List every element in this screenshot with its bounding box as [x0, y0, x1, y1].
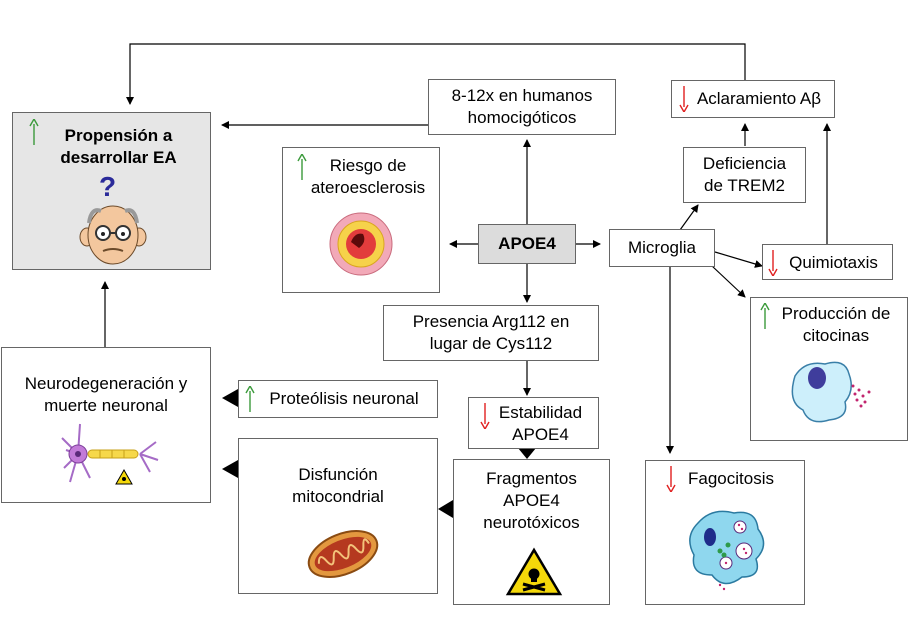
estabilidad-node: Estabilidad APOE4: [468, 397, 599, 449]
mitochondria-icon: [307, 530, 379, 578]
neurodeg-node: Neurodegeneración y muerte neuronal: [1, 347, 211, 503]
fagocitosis-node: Fagocitosis: [645, 460, 805, 605]
riesgo-node: Riesgo de ateroesclerosis: [282, 147, 440, 293]
humanos-node: 8-12x en humanos homocigóticos: [428, 79, 616, 135]
neurodeg-label: Neurodegeneración y muerte neuronal: [24, 374, 188, 415]
arg112-label: Presencia Arg112 en lugar de Cys112: [412, 312, 570, 353]
neuron-icon: [61, 423, 159, 485]
microglia-node: Microglia: [609, 229, 715, 267]
trem2-node: Deficiencia de TREM2: [683, 147, 806, 203]
disfuncion-node: Disfunción mitocondrial: [238, 438, 438, 594]
quimiotaxis-label: Quimiotaxis: [789, 253, 878, 272]
arrow-up-icon: [29, 119, 39, 145]
arrow-up-icon: [760, 303, 770, 329]
question-mark: ?: [99, 171, 117, 202]
fagocitosis-label: Fagocitosis: [688, 469, 774, 488]
propension-node: Propensión a desarrollar EA ?: [12, 112, 211, 270]
arrow-down-icon: [768, 250, 778, 276]
artery-cross-section-icon: [329, 212, 393, 276]
propension-label: Propensión a desarrollar EA: [60, 126, 177, 167]
proteolisis-label: Proteólisis neuronal: [269, 389, 419, 408]
aclaramiento-node: Aclaramiento Aβ: [671, 80, 835, 118]
riesgo-label: Riesgo de ateroesclerosis: [310, 156, 426, 197]
arrow-down-icon: [480, 403, 490, 429]
citocinas-label: Producción de citocinas: [781, 304, 891, 345]
aclaramiento-label: Aclaramiento Aβ: [696, 89, 822, 108]
elderly-man-icon: [79, 205, 147, 265]
phagocyte-icon: [689, 510, 765, 591]
arrow-up-icon: [297, 154, 307, 180]
arrow-up-icon: [245, 386, 255, 412]
apoe4-label: APOE4: [498, 234, 556, 253]
humanos-label: 8-12x en humanos homocigóticos: [451, 86, 593, 127]
arrow-down-icon: [679, 86, 689, 112]
trem2-label: Deficiencia de TREM2: [702, 154, 787, 195]
arrow-down-icon: [666, 466, 676, 492]
fragmentos-node: Fragmentos APOE4 neurotóxicos: [453, 459, 610, 605]
citocinas-node: Producción de citocinas: [750, 297, 908, 441]
toxic-hazard-icon: [505, 547, 563, 596]
quimiotaxis-node: Quimiotaxis: [762, 244, 893, 280]
disfuncion-label: Disfunción mitocondrial: [292, 465, 384, 506]
fragmentos-label: Fragmentos APOE4 neurotóxicos: [483, 469, 580, 532]
microglia-label: Microglia: [627, 238, 697, 257]
apoe4-node: APOE4: [478, 224, 576, 264]
proteolisis-node: Proteólisis neuronal: [238, 380, 438, 418]
arg112-node: Presencia Arg112 en lugar de Cys112: [383, 305, 599, 361]
macrophage-icon: [791, 361, 871, 423]
estabilidad-label: Estabilidad APOE4: [498, 403, 583, 444]
